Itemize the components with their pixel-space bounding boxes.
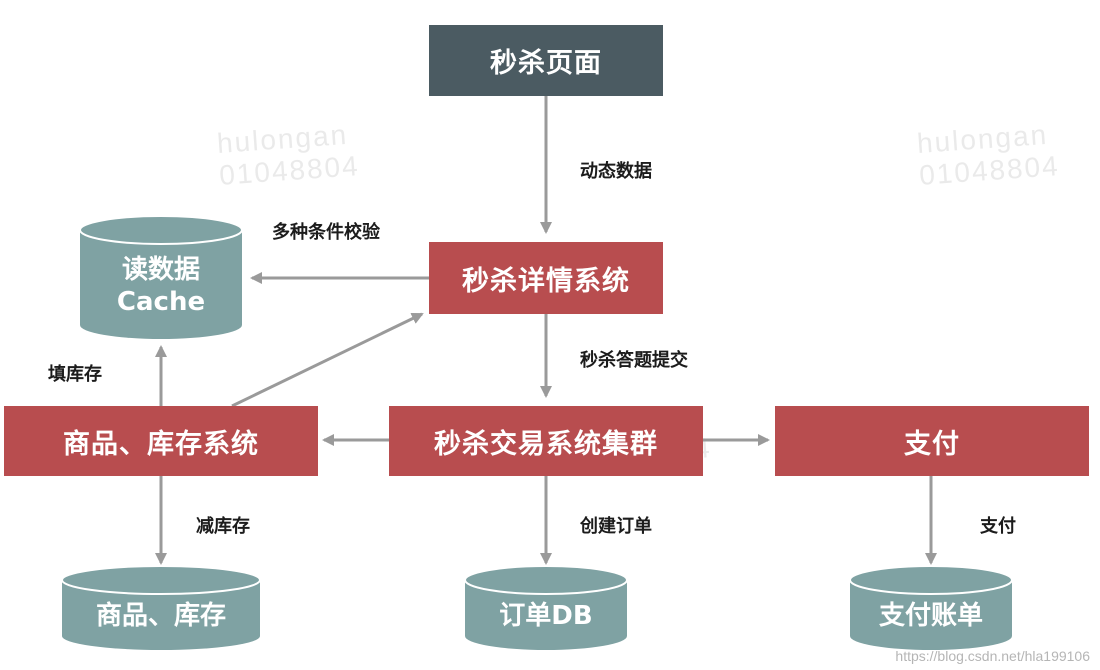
- edge-label-validation: 多种条件校验: [272, 222, 380, 243]
- node-payment-label: 支付: [904, 428, 960, 460]
- node-order-db-label: 订单DB: [499, 601, 593, 631]
- watermark-right: hulongan 01048804: [916, 118, 1061, 192]
- node-read-cache-line1: 读数据: [121, 255, 200, 285]
- cylinder-goods-inventory: [61, 565, 261, 650]
- edge-label-reduce-inventory: 减库存: [196, 516, 250, 537]
- node-goods-inventory-db-label: 商品、库存: [95, 601, 226, 631]
- node-payment-bill-db: 支付账单: [850, 594, 1012, 638]
- node-goods-inventory-system-label: 商品、库存系统: [63, 428, 259, 460]
- edge-label-create-order: 创建订单: [580, 516, 652, 537]
- cylinder-order-db: [464, 565, 628, 650]
- node-detail-system: 秒杀详情系统: [429, 242, 663, 314]
- node-payment: 支付: [775, 406, 1089, 476]
- arrow-inventory-to-detail: [231, 312, 424, 408]
- watermark-left: hulongan 01048804: [216, 118, 361, 192]
- node-trade-cluster: 秒杀交易系统集群: [389, 406, 703, 476]
- node-seckill-page: 秒杀页面: [429, 25, 663, 96]
- node-seckill-page-label: 秒杀页面: [490, 48, 602, 79]
- footer-url: https://blog.csdn.net/hla199106: [895, 648, 1090, 664]
- edge-label-submit-answer: 秒杀答题提交: [580, 350, 688, 371]
- edge-label-pay: 支付: [980, 516, 1016, 537]
- cylinder-read-cache: [79, 215, 243, 339]
- node-read-cache: 读数据 Cache: [80, 246, 242, 326]
- node-trade-cluster-label: 秒杀交易系统集群: [434, 428, 658, 460]
- cylinder-payment-bill: [849, 565, 1013, 650]
- node-goods-inventory-db: 商品、库存: [62, 594, 260, 638]
- node-read-cache-line2: Cache: [116, 287, 206, 317]
- node-goods-inventory-system: 商品、库存系统: [4, 406, 318, 476]
- node-payment-bill-db-label: 支付账单: [878, 601, 983, 631]
- edge-label-fill-inventory: 填库存: [48, 364, 102, 385]
- node-order-db: 订单DB: [465, 594, 627, 638]
- node-detail-system-label: 秒杀详情系统: [462, 265, 630, 297]
- edge-label-dynamic-data: 动态数据: [580, 161, 652, 182]
